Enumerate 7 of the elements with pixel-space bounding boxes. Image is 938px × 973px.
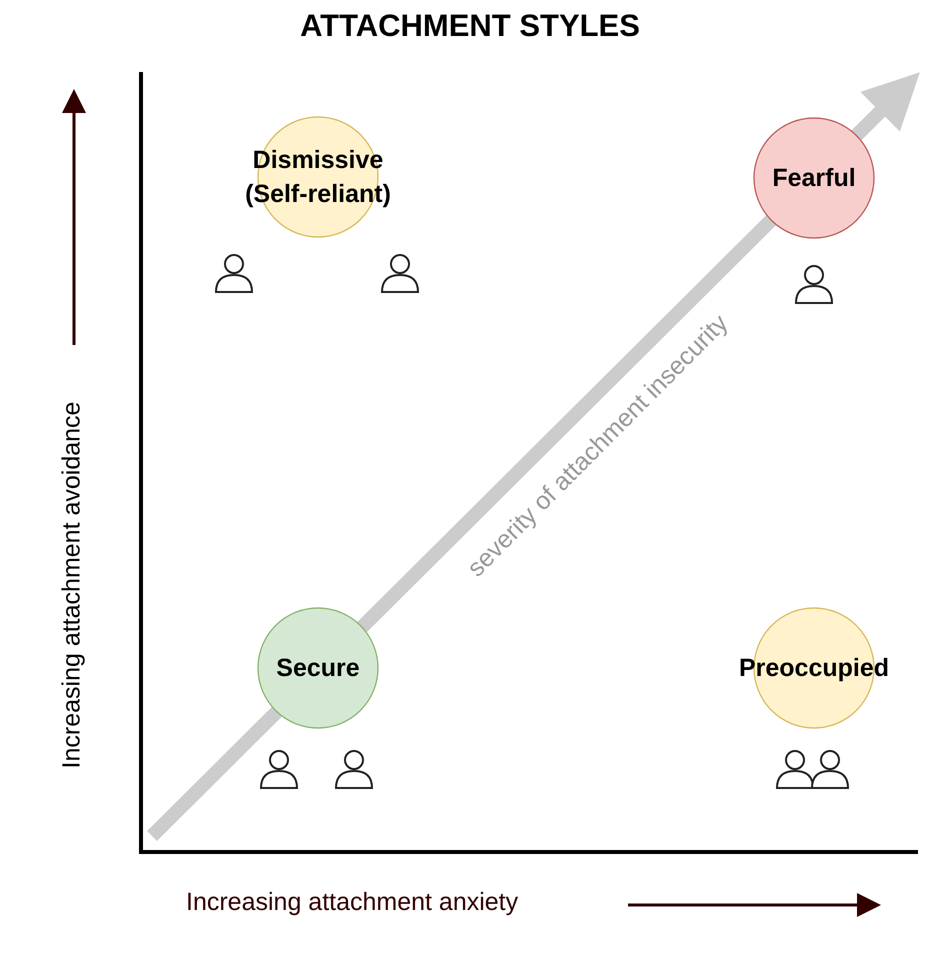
style-name: Secure: [275, 653, 361, 684]
axis-label: Increasing attachment anxiety: [186, 888, 518, 917]
style-name: Dismissive (Self-reliant): [244, 145, 392, 210]
style-name: Fearful: [771, 163, 857, 194]
title: ATTACHMENT STYLES: [299, 8, 641, 44]
style-name: Preoccupied: [738, 653, 890, 684]
axis-label: Increasing attachment avoidance: [58, 402, 86, 768]
